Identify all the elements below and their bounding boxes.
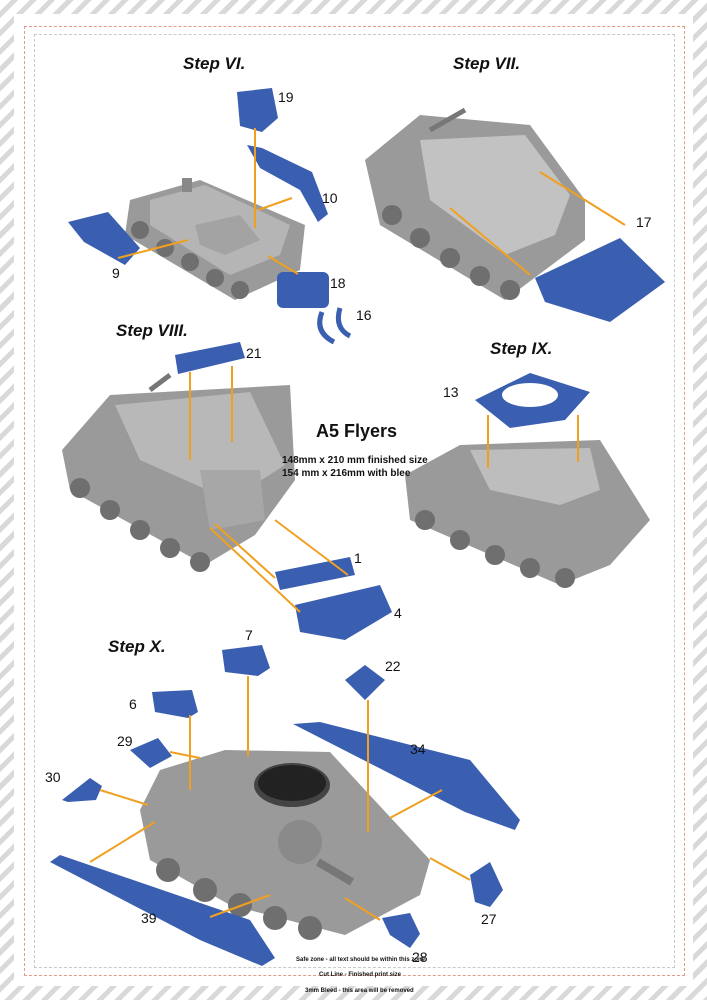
part-number-29: 29 — [117, 733, 133, 749]
cut-line-border — [24, 26, 685, 976]
part-number-13: 13 — [443, 384, 459, 400]
part-number-28: 28 — [412, 949, 428, 965]
part-number-4: 4 — [394, 605, 402, 621]
part-number-17: 17 — [636, 214, 652, 230]
bleed-note: 3mm Bleed - this area will be removed — [305, 988, 414, 994]
part-number-6: 6 — [129, 696, 137, 712]
step7-blue-plate — [535, 238, 665, 322]
step9-blue-ring — [475, 373, 590, 428]
part-number-21: 21 — [246, 345, 262, 361]
step-title-x: Step X. — [108, 637, 166, 656]
part-number-10: 10 — [322, 190, 338, 206]
cut-line-note: Cut Line - Finished print size — [319, 972, 402, 978]
flyer-finished-size: 148mm x 210 mm finished size — [282, 455, 428, 466]
step10-tank-model — [140, 750, 430, 940]
part-number-16: 16 — [356, 307, 372, 323]
part-number-7: 7 — [245, 627, 253, 643]
step-title-ix: Step IX. — [490, 339, 553, 358]
part-number-39: 39 — [141, 910, 157, 926]
part-number-34: 34 — [410, 741, 426, 757]
step9-hull-model — [405, 440, 650, 588]
step7-hull-model — [365, 107, 585, 300]
part-number-18: 18 — [330, 275, 346, 291]
step10-blue-parts — [50, 645, 520, 966]
flyer-title: A5 Flyers — [316, 421, 398, 441]
part-number-9: 9 — [112, 265, 120, 281]
step-title-vii: Step VII. — [453, 54, 521, 73]
part-number-30: 30 — [45, 769, 61, 785]
safe-zone-border — [34, 34, 675, 968]
part-number-27: 27 — [481, 911, 497, 927]
part-number-22: 22 — [385, 658, 401, 674]
flyer-bleed-size: 154 mm x 216mm with blee — [282, 468, 411, 479]
part-number-19: 19 — [278, 89, 294, 105]
part-number-1: 1 — [354, 550, 362, 566]
step8-hull-model — [62, 373, 295, 572]
step-title-vi: Step VI. — [183, 54, 246, 73]
step-title-viii: Step VIII. — [116, 321, 188, 340]
step6-blue-parts — [68, 88, 352, 345]
safe-zone-note: Safe zone - all text should be within th… — [296, 957, 426, 963]
